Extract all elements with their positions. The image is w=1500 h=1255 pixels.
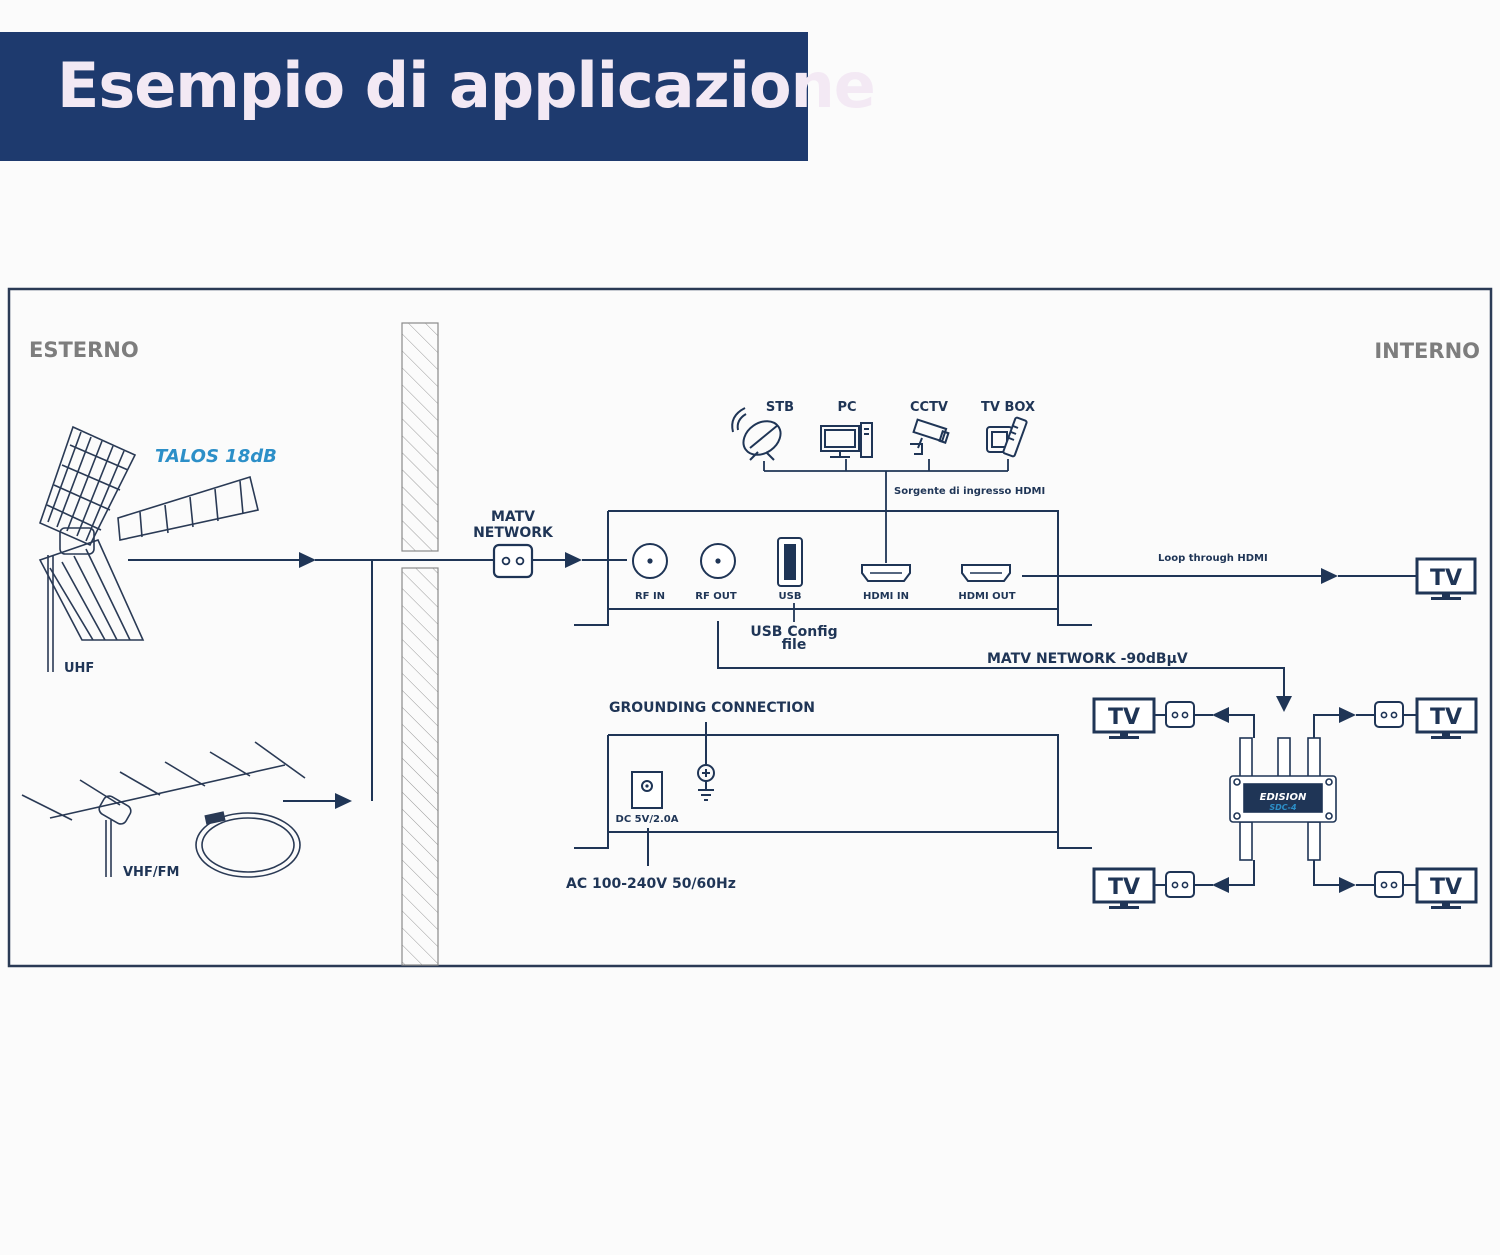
modulator-unit xyxy=(574,510,1092,626)
rf-out-label: RF OUT xyxy=(695,591,737,602)
usb-config-line2: file xyxy=(782,637,807,653)
source-pc-label: PC xyxy=(837,400,856,415)
source-cctv-label: CCTV xyxy=(910,400,948,415)
splitter-output-lines xyxy=(1155,714,1416,886)
source-stb-label: STB xyxy=(766,400,794,415)
desktop-pc-icon xyxy=(820,422,873,458)
source-bus-lines xyxy=(763,459,1009,563)
tv-loop-icon xyxy=(1415,557,1477,600)
network-arrow xyxy=(1276,696,1292,712)
tv-bottom-left-label: TV xyxy=(1108,875,1140,900)
tv-top-left-label: TV xyxy=(1108,705,1140,730)
antenna-model-label: TALOS 18dB xyxy=(155,446,277,467)
source-tvbox-label: TV BOX xyxy=(981,400,1035,415)
power-unit xyxy=(574,734,1092,849)
inside-label: INTERNO xyxy=(1374,339,1480,363)
splitter-model: SDC-4 xyxy=(1269,803,1297,812)
splitter-brand: EDISION xyxy=(1260,792,1307,803)
ground-symbol-icon xyxy=(697,722,715,801)
vhf-fm-antenna-icon xyxy=(21,741,306,878)
satellite-dish-icon xyxy=(731,407,782,461)
diagram-frame xyxy=(7,287,1493,968)
cctv-camera-icon xyxy=(910,418,950,455)
dc-jack-icon xyxy=(631,771,663,809)
uhf-antenna-icon xyxy=(38,425,259,672)
socket-top-left-icon xyxy=(1165,701,1195,728)
splitter-icon xyxy=(1229,737,1337,861)
rf-out-port xyxy=(700,543,736,579)
socket-bottom-left-icon xyxy=(1165,871,1195,898)
loop-arrow xyxy=(1321,568,1338,584)
tv-top-right-label: TV xyxy=(1430,705,1462,730)
usb-config-line1: USB Config xyxy=(750,624,837,640)
uhf-label: UHF xyxy=(64,661,94,676)
tv-bottom-left-icon xyxy=(1092,867,1156,909)
socket-bottom-right-icon xyxy=(1374,871,1404,898)
wall xyxy=(401,322,439,966)
rf-in-label: RF IN xyxy=(635,591,665,602)
matv-label-line1: MATV xyxy=(491,509,535,525)
antenna-feed-lines xyxy=(128,559,627,802)
dc-label: DC 5V/2.0A xyxy=(616,814,679,825)
hdmi-in-label: HDMI IN xyxy=(863,591,909,602)
hdmi-in-port xyxy=(861,564,911,582)
tv-box-remote-icon xyxy=(986,416,1028,458)
matv-network-line xyxy=(717,621,1285,696)
outside-label: ESTERNO xyxy=(29,338,139,362)
splitter-output-arrows xyxy=(1212,707,1356,893)
title-banner xyxy=(0,32,808,161)
usb-port xyxy=(777,537,803,587)
tv-top-left-icon xyxy=(1092,697,1156,739)
hdmi-out-port xyxy=(961,564,1011,582)
matv-network-socket xyxy=(492,543,534,579)
ac-label: AC 100-240V 50/60Hz xyxy=(566,876,736,892)
tv-bottom-right-label: TV xyxy=(1430,875,1462,900)
matv-network-label: MATV NETWORK -90dBµV xyxy=(987,651,1188,667)
vhf-fm-label: VHF/FM xyxy=(123,865,179,880)
matv-label-line2: NETWORK xyxy=(473,525,554,541)
socket-top-right-icon xyxy=(1374,701,1404,728)
page-title: Esempio di applicazione xyxy=(57,49,876,122)
tv-loop-label: TV xyxy=(1430,566,1462,591)
usb-label: USB xyxy=(779,591,802,602)
hdmi-out-label: HDMI OUT xyxy=(958,591,1015,602)
feed-arrows xyxy=(299,552,582,809)
grounding-label: GROUNDING CONNECTION xyxy=(609,700,815,716)
hdmi-source-caption: Sorgente di ingresso HDMI xyxy=(894,486,1045,497)
tv-bottom-right-icon xyxy=(1415,867,1478,909)
tv-top-right-icon xyxy=(1415,697,1478,739)
rf-in-port xyxy=(632,543,668,579)
loop-through-label: Loop through HDMI xyxy=(1158,553,1268,564)
